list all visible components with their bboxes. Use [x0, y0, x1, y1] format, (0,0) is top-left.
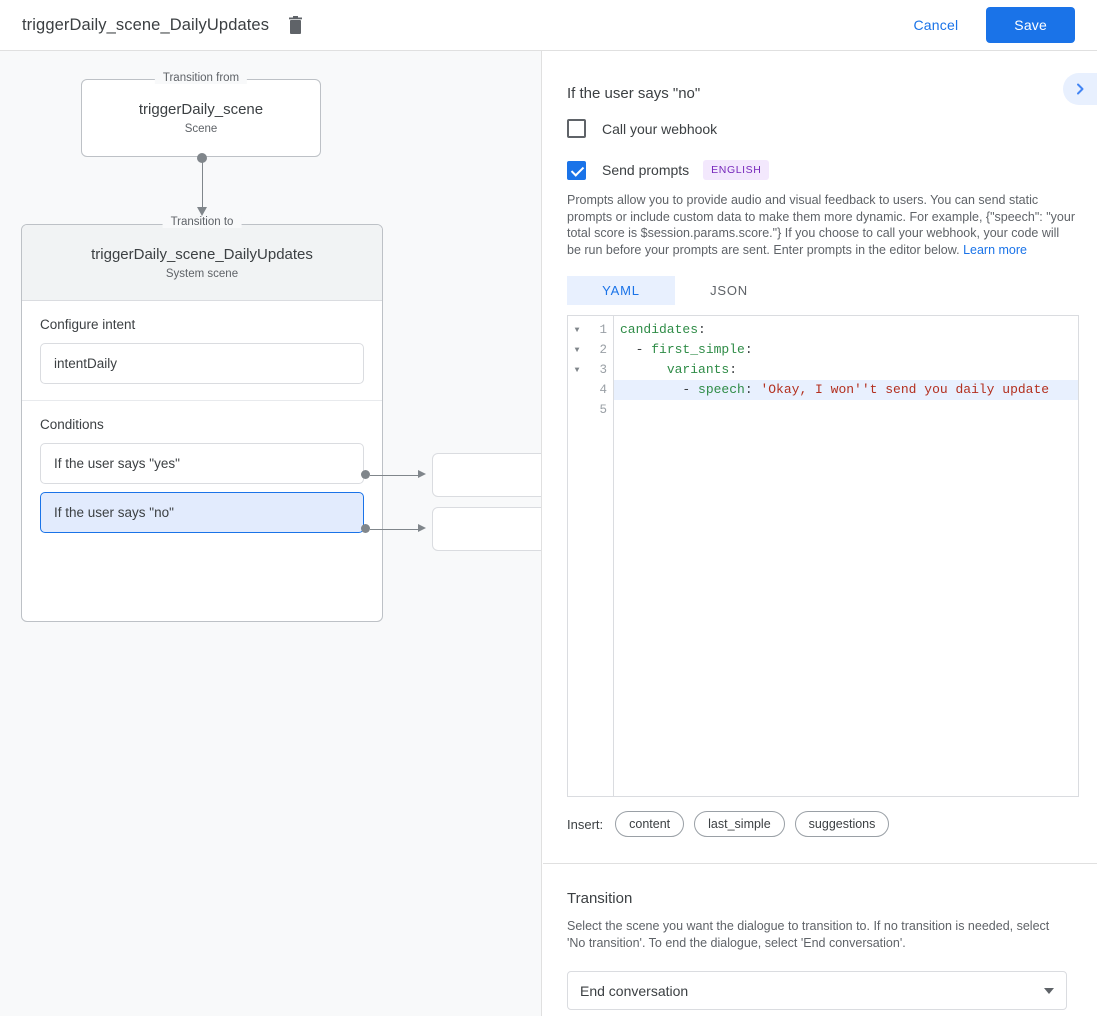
- configure-intent-section: Configure intent intentDaily: [22, 301, 382, 400]
- gutter-row: ▼1: [568, 320, 613, 340]
- code-line[interactable]: - speech: 'Okay, I won''t send you daily…: [614, 380, 1078, 400]
- code-line[interactable]: variants:: [614, 360, 1078, 380]
- code-token: :: [744, 342, 753, 357]
- line-number: 4: [599, 383, 607, 397]
- chevron-down-icon: [1044, 987, 1054, 994]
- gutter-row: ▼2: [568, 340, 613, 360]
- transition-from-node[interactable]: Transition from triggerDaily_scene Scene: [81, 72, 321, 157]
- tab-yaml[interactable]: YAML: [567, 276, 675, 305]
- arrow-line: [201, 158, 203, 213]
- tab-json[interactable]: JSON: [710, 283, 748, 298]
- send-prompts-label: Send prompts: [602, 162, 690, 178]
- top-app-bar: triggerDaily_scene_DailyUpdates Cancel S…: [0, 0, 1097, 51]
- send-prompts-checkbox[interactable]: [567, 160, 586, 180]
- code-token: 'Okay, I won''t send you daily update: [760, 382, 1050, 397]
- code-token: -: [620, 382, 699, 397]
- call-webhook-label: Call your webhook: [602, 120, 718, 137]
- transition-select-value: End conversation: [580, 982, 689, 999]
- edge-line-yes: [370, 474, 420, 476]
- line-number: 5: [599, 403, 607, 417]
- transition-section-title: Transition: [567, 890, 633, 907]
- transition-select[interactable]: End conversation: [567, 971, 1067, 1010]
- code-line[interactable]: - first_simple:: [614, 340, 1078, 360]
- panel-header: If the user says "no": [543, 51, 1097, 111]
- to-node-name: triggerDaily_scene_DailyUpdates: [91, 245, 313, 263]
- transition-to-node[interactable]: triggerDaily_scene_DailyUpdates System s…: [21, 224, 383, 622]
- cancel-button[interactable]: Cancel: [902, 9, 971, 41]
- panel-title: If the user says "no": [567, 84, 701, 102]
- page-title: triggerDaily_scene_DailyUpdates: [22, 15, 270, 34]
- code-token: :: [698, 322, 706, 337]
- gutter-row: 4: [568, 380, 613, 400]
- code-line[interactable]: [614, 400, 1078, 420]
- target-node-yes[interactable]: [432, 453, 541, 497]
- section-divider: [543, 863, 1097, 864]
- insert-chip-last-simple[interactable]: last_simple: [694, 811, 785, 837]
- code-token: variants: [666, 362, 730, 377]
- to-node-header: triggerDaily_scene_DailyUpdates System s…: [22, 225, 382, 301]
- configure-intent-label: Configure intent: [40, 317, 136, 332]
- fold-triangle-icon[interactable]: ▼: [574, 345, 580, 355]
- transition-description: Select the scene you want the dialogue t…: [567, 919, 1050, 950]
- chevron-right-icon[interactable]: [1063, 73, 1097, 105]
- insert-label: Insert:: [567, 816, 604, 832]
- transition-arrow: [196, 151, 208, 271]
- transition-to-legend: Transition to: [162, 216, 242, 228]
- to-node-type: System scene: [165, 267, 239, 280]
- format-tabs: YAML JSON: [567, 276, 1097, 305]
- fold-triangle-icon[interactable]: ▼: [574, 365, 580, 375]
- code-token: speech: [698, 382, 745, 397]
- insert-chips-row: Insert: content last_simple suggestions: [567, 811, 1097, 837]
- editor-code-area[interactable]: candidates: - first_simple: variants: - …: [614, 316, 1078, 796]
- call-webhook-checkbox[interactable]: [567, 119, 586, 138]
- gutter-row: 5: [568, 400, 613, 420]
- call-webhook-row[interactable]: Call your webhook: [543, 119, 1097, 138]
- scene-graph-canvas[interactable]: Transition from triggerDaily_scene Scene…: [0, 51, 542, 1016]
- code-token: :: [744, 382, 761, 397]
- save-button[interactable]: Save: [986, 7, 1075, 43]
- insert-chip-suggestions[interactable]: suggestions: [794, 811, 890, 837]
- code-token: [620, 362, 667, 377]
- code-line[interactable]: candidates:: [614, 320, 1078, 340]
- condition-item-yes[interactable]: If the user says "yes": [40, 443, 364, 484]
- line-number: 3: [599, 363, 607, 377]
- from-node-type: Scene: [184, 123, 218, 135]
- prompts-help-body: Prompts allow you to provide audio and v…: [567, 193, 1075, 257]
- learn-more-link[interactable]: Learn more: [963, 242, 1027, 257]
- code-token: :: [729, 362, 738, 377]
- code-token: -: [620, 342, 652, 357]
- gutter-row: ▼3: [568, 360, 613, 380]
- transition-from-legend: Transition from: [154, 72, 248, 84]
- line-number: 2: [599, 343, 607, 357]
- edge-head-no: [418, 524, 426, 532]
- language-badge: ENGLISH: [703, 160, 770, 180]
- condition-item-no[interactable]: If the user says "no": [40, 492, 364, 533]
- detail-panel: If the user says "no" Call your webhook …: [543, 51, 1097, 1016]
- insert-chip-content[interactable]: content: [615, 811, 685, 837]
- fold-triangle-icon[interactable]: ▼: [574, 325, 580, 335]
- from-node-name: triggerDaily_scene: [138, 101, 264, 118]
- arrow-head: [197, 207, 207, 216]
- edge-dot-no: [361, 524, 370, 533]
- code-token: first_simple: [651, 342, 745, 357]
- conditions-label: Conditions: [40, 417, 104, 432]
- prompts-help-text: Prompts allow you to provide audio and v…: [567, 192, 1075, 258]
- intent-value-box[interactable]: intentDaily: [40, 343, 364, 384]
- line-number: 1: [599, 323, 607, 337]
- conditions-section: Conditions If the user says "yes" If the…: [22, 400, 382, 549]
- target-node-no[interactable]: [432, 507, 541, 551]
- edge-head-yes: [418, 470, 426, 478]
- edge-line-no: [370, 528, 420, 530]
- delete-icon[interactable]: [283, 13, 307, 37]
- send-prompts-row[interactable]: Send prompts ENGLISH: [543, 160, 1097, 180]
- code-token: candidates: [620, 322, 699, 337]
- edge-dot-yes: [361, 470, 370, 479]
